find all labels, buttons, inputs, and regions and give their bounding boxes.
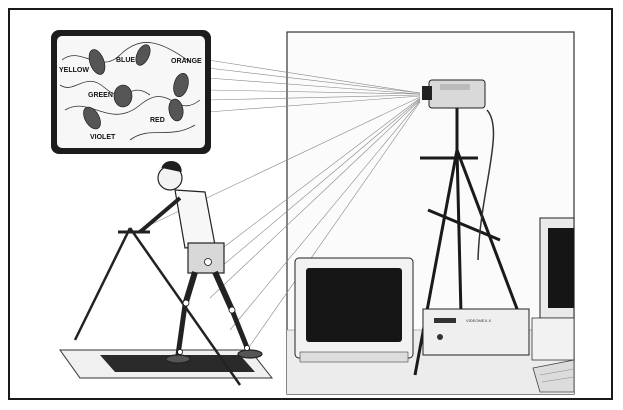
computer-monitor bbox=[295, 258, 413, 362]
video-camera bbox=[422, 80, 485, 108]
unit-label: VIDEOMEX-X bbox=[466, 318, 491, 323]
inset-monitor: YELLOW BLUE ORANGE GREEN RED VIOLET bbox=[51, 30, 211, 154]
treadmill bbox=[60, 228, 272, 385]
label-orange: ORANGE bbox=[171, 58, 202, 65]
label-yellow: YELLOW bbox=[59, 67, 89, 74]
label-violet: VIOLET bbox=[90, 134, 116, 141]
label-blue: BLUE bbox=[116, 57, 135, 64]
label-red: RED bbox=[150, 117, 165, 124]
walking-person bbox=[140, 162, 262, 363]
processing-unit: VIDEOMEX-X bbox=[423, 309, 529, 355]
label-green: GREEN bbox=[88, 92, 113, 99]
